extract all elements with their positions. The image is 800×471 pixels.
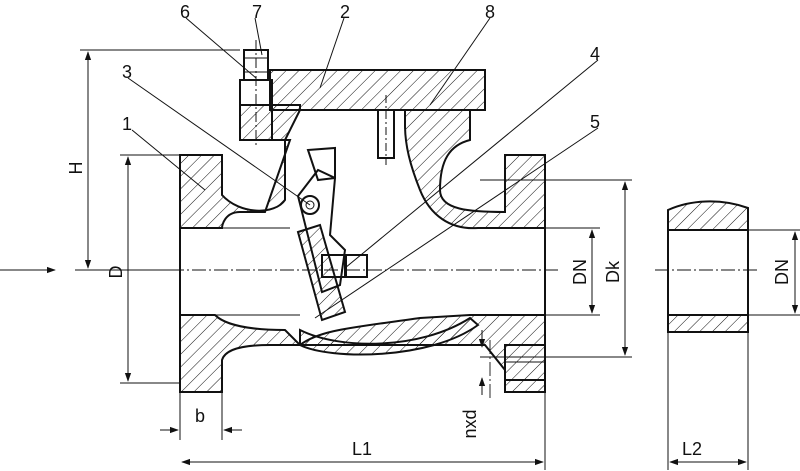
bolt-stud <box>239 40 273 145</box>
dim-L2 <box>667 332 749 470</box>
dim-nxd <box>478 330 546 395</box>
valve-body <box>179 69 546 393</box>
label-Dk: Dk <box>603 260 623 283</box>
callout-2: 2 <box>340 2 350 22</box>
label-L2: L2 <box>682 439 702 459</box>
callout-7: 7 <box>252 2 262 22</box>
callout-3: 3 <box>122 62 132 82</box>
leaders <box>127 17 599 319</box>
dim-DN <box>545 227 600 316</box>
callout-6: 6 <box>180 2 190 22</box>
dim-L1 <box>181 392 546 470</box>
pipe-end-view <box>667 200 749 333</box>
callout-4: 4 <box>590 44 600 64</box>
callout-8: 8 <box>485 2 495 22</box>
dim-b <box>160 392 242 440</box>
label-DN-end: DN <box>772 259 792 285</box>
label-L1: L1 <box>352 439 372 459</box>
dim-DN-end <box>748 229 800 316</box>
valve-disc <box>296 146 368 322</box>
dim-D <box>120 154 180 384</box>
label-DN: DN <box>570 259 590 285</box>
label-nxd: nxd <box>460 409 480 438</box>
label-H: H <box>66 162 86 175</box>
bonnet-pin <box>377 95 395 165</box>
callout-1: 1 <box>122 114 132 134</box>
label-D: D <box>106 266 126 279</box>
callout-5: 5 <box>590 112 600 132</box>
label-b: b <box>195 406 205 426</box>
